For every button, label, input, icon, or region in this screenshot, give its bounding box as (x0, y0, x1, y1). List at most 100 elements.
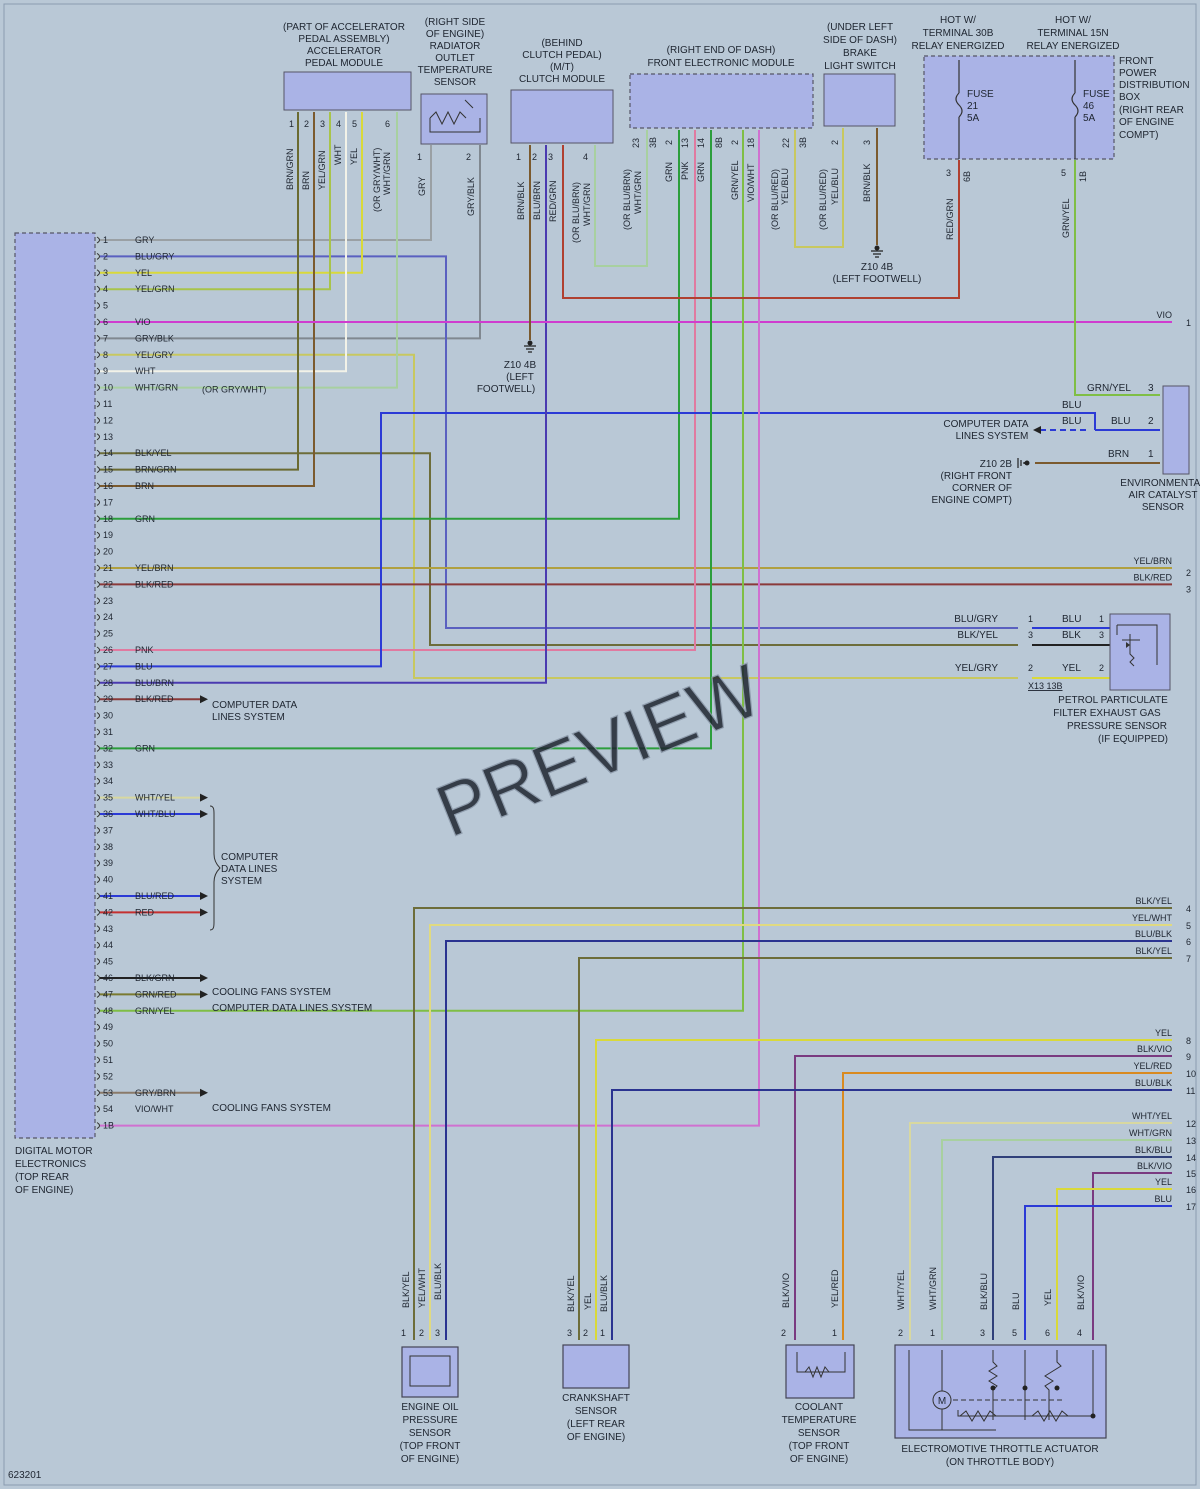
svg-text:RELAY ENERGIZED: RELAY ENERGIZED (912, 41, 1005, 52)
svg-text:(TOP FRONT: (TOP FRONT (400, 1441, 461, 1452)
dme-pin-terminal (96, 826, 100, 834)
dme-pin-number: 50 (103, 1039, 113, 1049)
dme-pin-number: 38 (103, 842, 113, 852)
svg-text:FILTER EXHAUST GAS: FILTER EXHAUST GAS (1053, 708, 1161, 719)
svg-text:PRESSURE: PRESSURE (402, 1415, 457, 1426)
dme-pin-number: 54 (103, 1104, 113, 1114)
dme-pin-number: 3 (103, 268, 108, 278)
wire-coolant-1 (842, 1072, 1172, 1340)
svg-text:HOT W/: HOT W/ (1055, 15, 1091, 26)
svg-text:(BEHIND: (BEHIND (541, 38, 582, 49)
svg-text:RADIATOR: RADIATOR (430, 41, 481, 52)
svg-text:5: 5 (1012, 1328, 1017, 1338)
svg-text:2: 2 (830, 140, 840, 145)
svg-text:46: 46 (1083, 101, 1095, 112)
dme-pin-number: 35 (103, 793, 113, 803)
right-pin-number: 15 (1186, 1169, 1196, 1179)
svg-text:3: 3 (980, 1328, 985, 1338)
svg-text:DISTRIBUTION: DISTRIBUTION (1119, 80, 1190, 91)
brake-light-switch: (UNDER LEFT SIDE OF DASH) BRAKE LIGHT SW… (781, 22, 897, 230)
dme-pin-number: 27 (103, 661, 113, 671)
svg-text:WHT/YEL: WHT/YEL (896, 1270, 906, 1310)
svg-text:3B: 3B (798, 137, 808, 148)
right-pin-number: 12 (1186, 1119, 1196, 1129)
system-arrow (200, 810, 208, 818)
right-wire-label: BLK/YEL (1135, 946, 1172, 956)
svg-text:5A: 5A (1083, 113, 1096, 124)
wire-layer (100, 112, 1172, 1340)
svg-text:18: 18 (746, 138, 756, 148)
svg-text:SENSOR: SENSOR (798, 1428, 840, 1439)
svg-text:TEMPERATURE: TEMPERATURE (418, 65, 493, 76)
svg-text:Z10 2B: Z10 2B (980, 459, 1013, 470)
wire-whtgrn-pin10 (100, 112, 398, 389)
svg-text:3B: 3B (648, 137, 658, 148)
svg-text:1: 1 (600, 1328, 605, 1338)
dme-pin-wire-color: VIO (135, 317, 151, 327)
dme-pin-number: 24 (103, 612, 113, 622)
dme-pin-terminal (96, 744, 100, 752)
dme-pin-number: 20 (103, 547, 113, 557)
svg-text:BRN: BRN (301, 171, 311, 190)
right-pin-number: 17 (1186, 1202, 1196, 1212)
svg-text:(LEFT: (LEFT (506, 372, 534, 383)
dme-pin-terminal (96, 269, 100, 277)
dme-pin-terminal (96, 449, 100, 457)
svg-text:23: 23 (631, 138, 641, 148)
right-wire-label: WHT/GRN (1129, 1128, 1172, 1138)
svg-text:1: 1 (401, 1328, 406, 1338)
svg-text:Z10 4B: Z10 4B (861, 262, 894, 273)
svg-text:3: 3 (548, 152, 553, 162)
left-system-labels: COMPUTER DATA LINES SYSTEM COMPUTER DATA… (209, 700, 372, 1114)
ground-z10-left-footwell-1: Z10 4B (LEFT FOOTWELL) (477, 340, 536, 395)
dme-pin-number: 43 (103, 924, 113, 934)
svg-text:2: 2 (419, 1328, 424, 1338)
svg-text:PRESSURE SENSOR: PRESSURE SENSOR (1067, 721, 1167, 732)
dme-pin-number: 26 (103, 645, 113, 655)
svg-text:1: 1 (1148, 449, 1154, 460)
dme-pin-terminal (96, 958, 100, 966)
dme-title: DIGITAL MOTOR ELECTRONICS (TOP REAR OF E… (15, 1146, 93, 1196)
svg-text:LIGHT SWITCH: LIGHT SWITCH (824, 61, 895, 72)
svg-text:LINES SYSTEM: LINES SYSTEM (212, 712, 285, 723)
svg-text:(UNDER LEFT: (UNDER LEFT (827, 22, 893, 33)
dme-pin-number: 33 (103, 760, 113, 770)
dme-pin-number: 49 (103, 1022, 113, 1032)
svg-text:(OR BLU/RED): (OR BLU/RED) (818, 169, 828, 230)
dme-pin-terminal (96, 236, 100, 244)
front-electronic-module: (RIGHT END OF DASH) FRONT ELECTRONIC MOD… (622, 45, 814, 230)
dme-pin-terminal (96, 630, 100, 638)
dme-pin-terminal (96, 252, 100, 260)
dme-pin-terminal (96, 990, 100, 998)
svg-text:YEL/GRY: YEL/GRY (955, 663, 998, 674)
dme-pin-terminal (96, 646, 100, 654)
system-arrow (200, 974, 208, 982)
svg-text:POWER: POWER (1119, 68, 1157, 79)
dme-pin-number: 39 (103, 858, 113, 868)
dme-pin-wire-color: BLK/RED (135, 694, 174, 704)
svg-text:YEL: YEL (583, 1293, 593, 1310)
wire-grnyel-pin48 (100, 130, 744, 1012)
wire-blubrn-pin28 (100, 145, 547, 684)
svg-text:(IF EQUIPPED): (IF EQUIPPED) (1098, 734, 1168, 745)
svg-text:TERMINAL 30B: TERMINAL 30B (923, 28, 994, 39)
svg-text:FRONT: FRONT (1119, 56, 1153, 67)
svg-text:PNK: PNK (680, 161, 690, 180)
svg-text:ELECTRONICS: ELECTRONICS (15, 1159, 86, 1170)
svg-text:6: 6 (385, 119, 390, 129)
dme-pin-terminal (96, 892, 100, 900)
wire-crank-2 (595, 1039, 1172, 1340)
dme-pin-terminal (96, 400, 100, 408)
svg-text:(OR BLU/RED): (OR BLU/RED) (770, 169, 780, 230)
svg-text:BLK/VIO: BLK/VIO (1076, 1275, 1086, 1310)
dme-pin-note: (OR GRY/WHT) (202, 385, 266, 395)
right-pin-number: 14 (1186, 1153, 1196, 1163)
dme-pin-number: 22 (103, 579, 113, 589)
dme-pin-number: 19 (103, 530, 113, 540)
page-id: 623201 (8, 1470, 42, 1481)
svg-text:GRN/YEL: GRN/YEL (1087, 383, 1131, 394)
dme-pin-terminal (96, 1089, 100, 1097)
dme-pin-wire-color: BLU/RED (135, 891, 175, 901)
dme-pin-terminal (96, 318, 100, 326)
svg-text:BLK/YEL: BLK/YEL (566, 1275, 576, 1312)
